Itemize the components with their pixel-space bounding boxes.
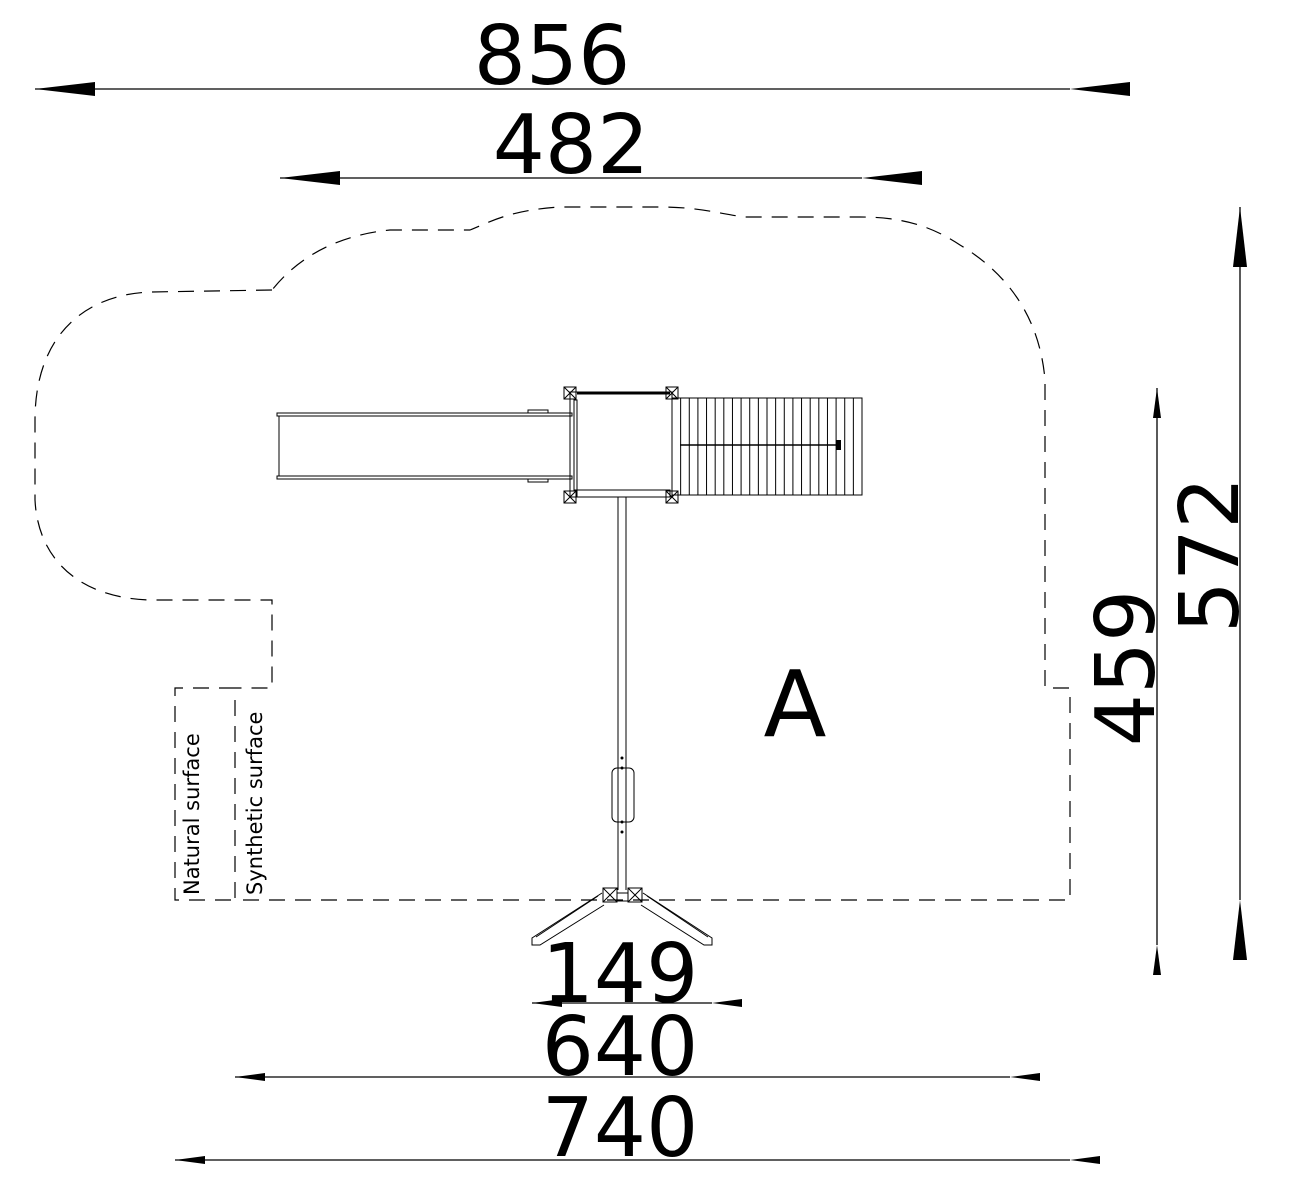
dimension-482: 482	[280, 98, 922, 193]
dimension-149: 149	[532, 927, 742, 1022]
post-icon	[563, 386, 679, 504]
dimension-459: 459	[1079, 388, 1174, 975]
natural-surface-label: Natural surface	[180, 733, 204, 895]
swing-beam	[611, 497, 635, 890]
zone-label: A	[764, 651, 827, 758]
safety-zone-outline	[34, 206, 1071, 901]
ramp	[671, 397, 863, 496]
svg-text:856: 856	[474, 9, 631, 104]
svg-text:640: 640	[542, 1000, 699, 1095]
dimension-572: 572	[1163, 207, 1258, 960]
dimension-856: 856	[35, 9, 1130, 104]
svg-text:482: 482	[493, 98, 650, 193]
synthetic-surface-label: Synthetic surface	[243, 712, 267, 895]
a-frame-legs	[531, 887, 713, 946]
dimension-640: 640	[235, 1000, 1040, 1095]
svg-text:149: 149	[542, 927, 699, 1022]
dimension-740: 740	[175, 1081, 1100, 1176]
slide	[276, 409, 573, 483]
svg-text:459: 459	[1079, 590, 1174, 747]
tower-platform	[563, 386, 679, 504]
svg-text:740: 740	[542, 1081, 699, 1176]
svg-text:572: 572	[1163, 477, 1258, 634]
natural-surface-outline	[174, 687, 235, 901]
